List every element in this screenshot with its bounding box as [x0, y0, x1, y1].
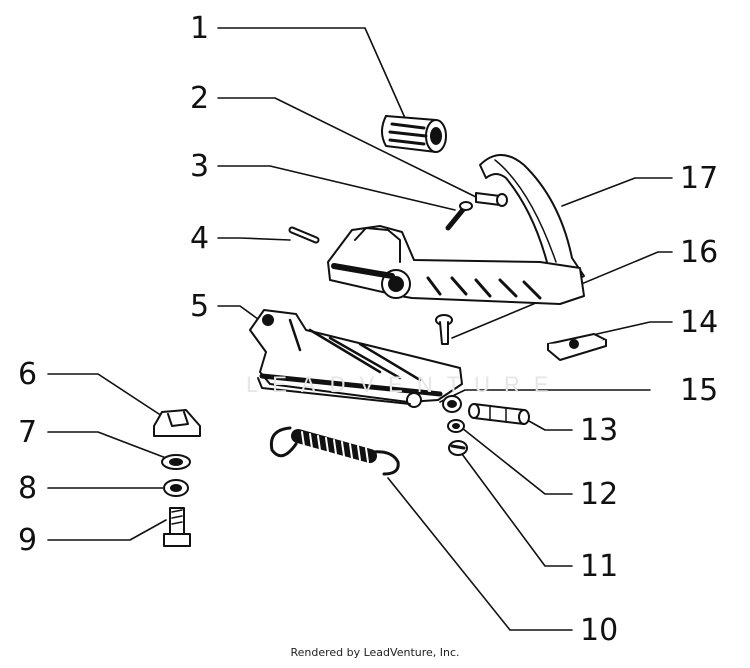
pivot-pin [468, 403, 530, 425]
callout-number: 7 [18, 415, 38, 450]
callout-number: 9 [18, 523, 38, 558]
pedal-rubber-pad [381, 115, 447, 153]
render-credit: Rendered by LeadVenture, Inc. [290, 646, 460, 659]
callout-number: 11 [580, 549, 619, 584]
spring-washer [447, 419, 465, 433]
callout-number: 6 [18, 357, 38, 392]
retaining-clip [448, 440, 468, 456]
pedal-pin [475, 192, 508, 207]
base-bracket [249, 309, 463, 408]
callout-number: 12 [580, 477, 619, 512]
return-spring [269, 426, 400, 476]
clip-plate [547, 333, 607, 361]
watermark-text: LEADVENTURE [246, 372, 563, 397]
callout-number: 4 [190, 221, 210, 256]
callout-number: 1 [190, 11, 210, 46]
callout-number: 8 [18, 471, 38, 506]
leader-lines [47, 27, 673, 631]
callout-number: 10 [580, 613, 619, 648]
callout-number: 2 [190, 81, 210, 116]
callout-number: 5 [190, 289, 210, 324]
callout-number: 3 [190, 149, 210, 184]
screw [445, 201, 473, 231]
lock-washer [163, 479, 189, 497]
bushing [442, 395, 462, 413]
callout-number: 16 [680, 235, 719, 270]
bolt [435, 314, 453, 345]
callout-number: 14 [680, 305, 719, 340]
brake-pedal-lever [327, 154, 585, 305]
small-pin [288, 226, 320, 244]
hex-bolt [163, 507, 191, 547]
bracket-clip [153, 409, 201, 437]
callout-number: 13 [580, 413, 619, 448]
washer [161, 454, 191, 470]
callout-number: 17 [680, 161, 719, 196]
callout-number: 15 [680, 373, 719, 408]
